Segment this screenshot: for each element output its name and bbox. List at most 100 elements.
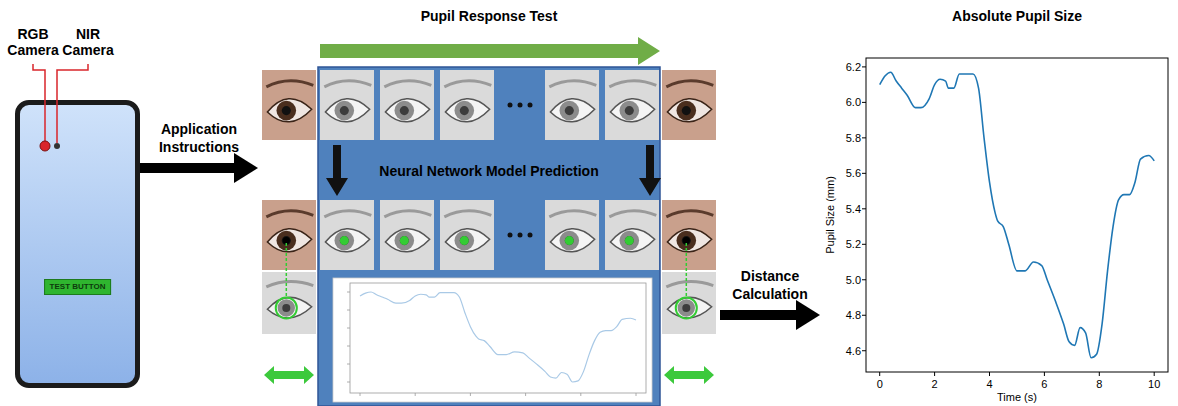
pupil-marker xyxy=(400,236,409,245)
test-button: TEST BUTTON xyxy=(44,279,112,295)
eyebrow xyxy=(384,81,431,87)
y-tick xyxy=(862,244,866,245)
flow-arrow xyxy=(140,163,246,173)
eye-photo xyxy=(662,200,716,270)
tick-label: 5.2 xyxy=(831,237,861,251)
eyebrow xyxy=(666,81,713,87)
iris xyxy=(455,101,475,121)
iris xyxy=(278,299,295,316)
tick-label: 10 xyxy=(1139,377,1169,391)
pupil xyxy=(400,236,409,245)
node-text: NIR Camera xyxy=(58,26,118,58)
eye-outline xyxy=(550,229,594,252)
pupil xyxy=(682,304,690,312)
ellipsis-dot xyxy=(528,233,533,238)
pupil-marker xyxy=(276,297,297,318)
nir-eye-frame xyxy=(662,272,716,334)
eyebrow xyxy=(444,81,491,87)
tick-label: 6 xyxy=(1029,377,1059,391)
tick-mark xyxy=(580,393,581,396)
axis-title: Time (s) xyxy=(967,390,1067,404)
pupil xyxy=(565,236,574,245)
node-heading: Pupil Response Test xyxy=(258,8,720,24)
tick-label: 4.6 xyxy=(831,344,861,358)
iris xyxy=(455,231,475,251)
camera-leaders xyxy=(15,100,140,388)
eye-outline xyxy=(267,229,311,252)
y-tick xyxy=(862,279,866,280)
pupil xyxy=(460,106,469,115)
frame-background xyxy=(605,200,659,270)
nir-eye-frame xyxy=(605,70,659,140)
eye-outline xyxy=(385,99,429,122)
edge-label: Distance Calculation xyxy=(720,267,820,303)
iris xyxy=(395,101,415,121)
eye-outline xyxy=(267,99,311,122)
tick-label: 8 xyxy=(1084,377,1114,391)
eyebrow xyxy=(384,211,431,217)
distance-arrow xyxy=(664,366,714,384)
iris xyxy=(678,299,695,316)
eye-outline xyxy=(667,99,711,122)
pupil-marker xyxy=(676,297,697,318)
tick-label: 0 xyxy=(865,377,895,391)
frame-background xyxy=(662,272,716,334)
tick-mark xyxy=(360,393,361,396)
distance-arrow xyxy=(264,366,314,384)
node-heading: TEST BUTTON xyxy=(50,282,106,292)
frame-background xyxy=(545,70,599,140)
nir-eye-frame xyxy=(320,70,374,140)
rgb-camera xyxy=(40,141,50,151)
pupil xyxy=(625,106,634,115)
eye-photo xyxy=(262,70,316,140)
frame-background xyxy=(440,70,494,140)
x-tick xyxy=(1044,372,1045,376)
tick-mark xyxy=(347,310,350,311)
tick-label: 5.8 xyxy=(831,131,861,145)
y-tick xyxy=(862,208,866,209)
iris xyxy=(620,101,640,121)
iris xyxy=(335,101,355,121)
y-tick xyxy=(862,350,866,351)
pupil xyxy=(565,106,574,115)
eye-photo xyxy=(262,200,316,270)
frame-background xyxy=(380,200,434,270)
iris xyxy=(677,231,697,251)
tick-label: 4.8 xyxy=(831,308,861,322)
pupil xyxy=(400,106,409,115)
relative-pupil-curve xyxy=(360,292,636,382)
nir-eye-frame xyxy=(380,200,434,270)
tick-label: 2 xyxy=(920,377,950,391)
node-heading: Absolute Pupil Size xyxy=(866,8,1168,24)
eyebrow xyxy=(266,81,313,87)
nir-eye-frame xyxy=(320,200,374,270)
ellipsis-dot xyxy=(518,103,523,108)
progress-arrow xyxy=(320,37,660,65)
pupil xyxy=(625,236,634,245)
y-tick xyxy=(862,66,866,67)
frame-background xyxy=(662,200,716,270)
eye-outline xyxy=(667,229,711,252)
eye-outline xyxy=(610,229,654,252)
eyebrow xyxy=(666,282,713,287)
x-tick xyxy=(989,372,990,376)
frame-background xyxy=(380,70,434,140)
tick-mark xyxy=(470,393,471,396)
nir-eye-frame xyxy=(545,70,599,140)
frame-background xyxy=(320,200,374,270)
eye-outline xyxy=(445,99,489,122)
flow-arrow xyxy=(720,310,808,320)
nir-eye-frame xyxy=(262,272,316,334)
frame-background xyxy=(262,272,316,334)
down-arrow xyxy=(639,145,661,196)
y-tick xyxy=(862,137,866,138)
axis-title: Pupil Size (mm) xyxy=(823,176,837,254)
node-heading: RGB Camera xyxy=(3,26,63,58)
eye-outline xyxy=(267,297,311,318)
frame-background xyxy=(605,70,659,140)
frame-background xyxy=(262,70,316,140)
tick-mark xyxy=(347,346,350,347)
x-tick xyxy=(934,372,935,376)
nir-eye-frame xyxy=(605,200,659,270)
